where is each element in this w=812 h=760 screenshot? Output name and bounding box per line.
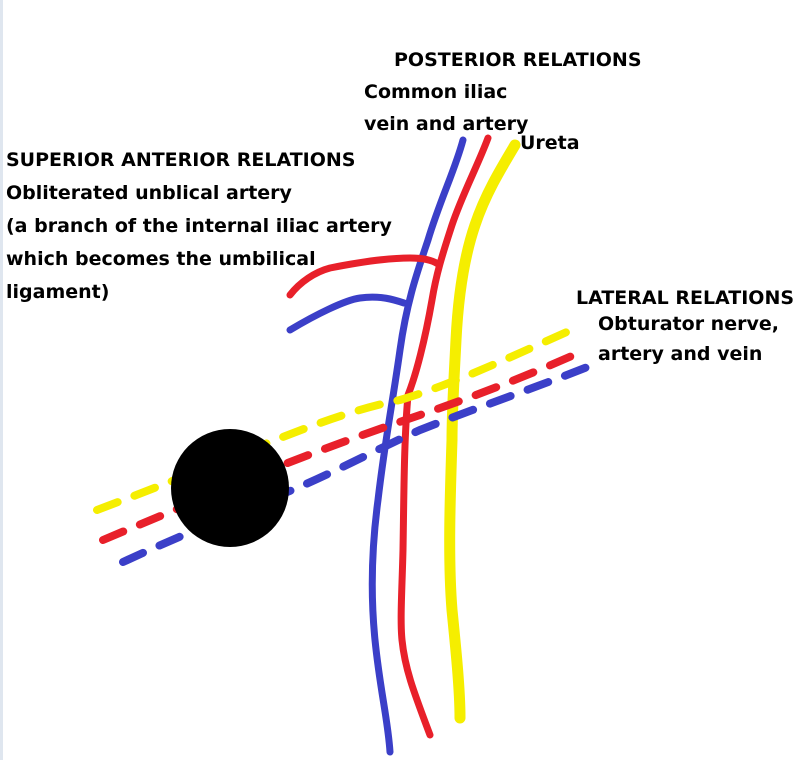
superior-anterior-line-1: Obliterated unblical artery [6,182,292,204]
obturator-nerve [93,322,584,514]
posterior-relations-line-1: Common iliac [364,81,508,103]
lateral-relations-heading: LATERAL RELATIONS [576,287,795,309]
lateral-relations-line-2: artery and vein [598,343,763,365]
ureter [444,139,521,724]
common-iliac-artery [397,134,492,739]
ureter-label: Ureta [520,132,580,154]
lateral-relations-line-1: Obturator nerve, [598,313,779,335]
posterior-relations-line-2: vein and artery [364,113,529,135]
branch-vein [286,293,408,334]
superior-anterior-line-4: ligament) [6,281,110,303]
posterior-relations-heading: POSTERIOR RELATIONS [394,49,642,71]
superior-anterior-relations-heading: SUPERIOR ANTERIOR RELATIONS [6,149,356,171]
superior-anterior-line-2: (a branch of the internal iliac artery [6,215,392,237]
left-edge-strip [0,0,3,760]
common-iliac-vein [368,136,467,756]
obliterated-umbilical-artery [286,254,442,299]
superior-anterior-line-3: which becomes the umbilical [6,248,316,270]
ovary-circle [171,429,289,547]
obturator-artery [99,346,589,544]
